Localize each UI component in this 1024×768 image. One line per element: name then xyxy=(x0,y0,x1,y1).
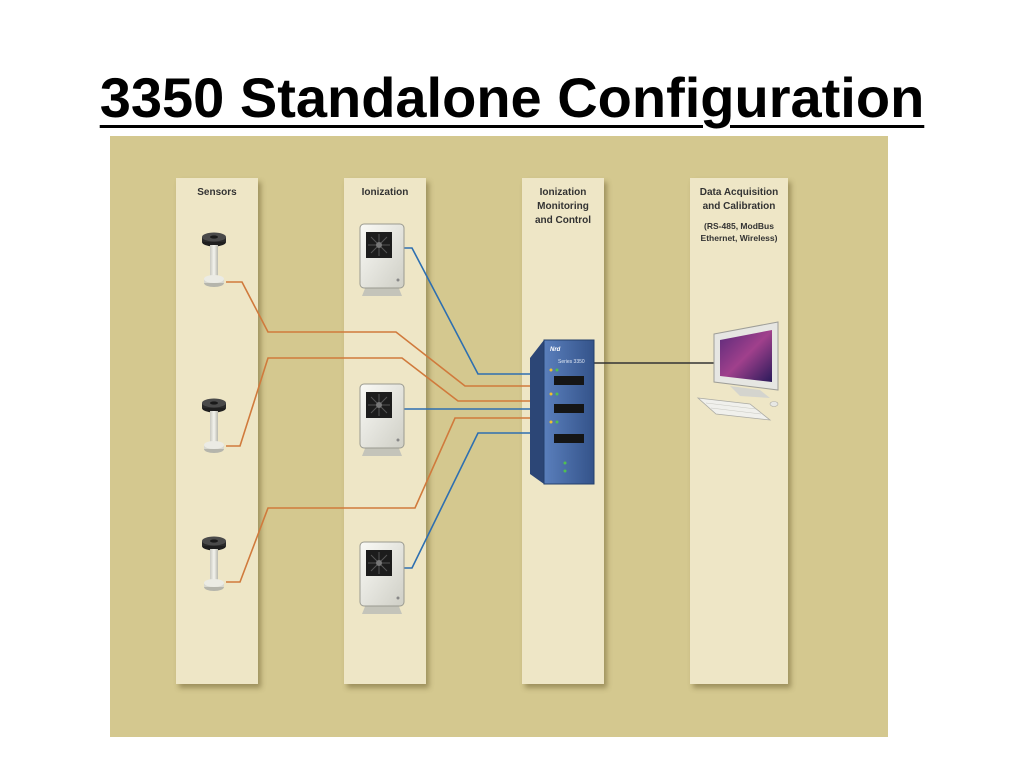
sensor-wire-2 xyxy=(226,357,530,447)
configuration-diagram: Sensors Ionization Ionization Monitoring… xyxy=(110,136,888,737)
column-header-monitoring-line1: Ionization xyxy=(539,187,587,198)
ionizer-wires xyxy=(394,247,530,569)
column-subheader-daq-line1: (RS-485, ModBus xyxy=(704,221,774,231)
column-header-ionization: Ionization xyxy=(361,187,409,198)
column-header-daq-line2: and Calibration xyxy=(702,201,776,212)
sensor-icon xyxy=(202,398,226,453)
column-daq: Data Acquisition and Calibration (RS-485… xyxy=(690,178,788,684)
column-header-sensors: Sensors xyxy=(197,187,237,198)
controller-model: Series 3350 xyxy=(558,359,585,365)
ionizer-icon xyxy=(359,541,405,614)
column-header-monitoring-line3: and Control xyxy=(534,215,592,226)
ionizer-wire-1 xyxy=(394,247,530,375)
ionizer-icon xyxy=(359,383,405,456)
column-subheader-daq: (RS-485, ModBus Ethernet, Wireless) xyxy=(690,220,788,244)
sensor-wire-3 xyxy=(226,417,530,583)
sensor-icon xyxy=(202,536,226,591)
column-header-monitoring: Ionization Monitoring and Control xyxy=(522,186,604,228)
ionizer-icon xyxy=(359,223,405,296)
sensor-wire-1 xyxy=(226,281,530,387)
sensor-icon xyxy=(202,232,226,287)
controller-brand: Nrd xyxy=(550,347,561,353)
sensor-wires xyxy=(226,281,530,583)
page-title: 3350 Standalone Configuration xyxy=(99,66,925,129)
column-subheader-daq-line2: Ethernet, Wireless) xyxy=(700,233,778,243)
column-header-daq-line1: Data Acquisition xyxy=(699,187,779,198)
column-header-daq: Data Acquisition and Calibration xyxy=(690,186,788,214)
column-header-monitoring-line2: Monitoring xyxy=(537,201,589,212)
computer-icon xyxy=(696,321,779,421)
ionizer-wire-3 xyxy=(394,432,530,569)
wiring-svg: Nrd Series 3350 xyxy=(202,223,779,614)
controller-icon: Nrd Series 3350 xyxy=(530,339,595,485)
